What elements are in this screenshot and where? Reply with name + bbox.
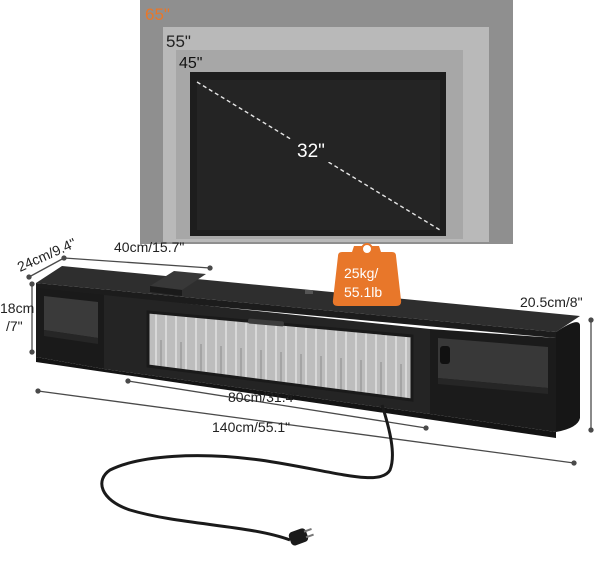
glass-shadow-band <box>160 340 402 398</box>
door-frame <box>146 310 414 402</box>
dimension-lines <box>26 255 594 466</box>
right-cubby-inside <box>438 338 548 388</box>
cable-hole <box>440 346 450 364</box>
left-cubby-inside <box>44 296 98 338</box>
capacity-lb: 55.1lb <box>344 284 382 300</box>
sliding-top-panel-front <box>150 286 182 296</box>
floating-shelf <box>36 266 580 438</box>
door-handle[interactable] <box>247 318 284 327</box>
top-port <box>305 290 313 294</box>
left-cubby-shelf <box>44 330 98 344</box>
power-plug-icon <box>288 528 314 546</box>
glass-flutes <box>155 313 407 399</box>
shelf-front-top-edge <box>36 283 556 338</box>
sliding-top-panel[interactable] <box>150 271 206 290</box>
weight-capacity-badge: 25kg/ 55.1lb <box>332 243 402 306</box>
side-height-cm-label: 18cm <box>0 300 34 316</box>
capacity-kg: 25kg/ <box>344 265 378 281</box>
tv-size-comparison: 65" 55" 45" 32" <box>140 0 513 244</box>
power-cord <box>100 404 394 546</box>
size-label-bg <box>292 136 332 162</box>
side-height-in-label: /7" <box>6 318 23 334</box>
shelf-right-edge <box>556 322 580 432</box>
top-width-label: 40cm/15.7" <box>114 239 184 255</box>
total-height-label: 20.5cm/8" <box>520 294 583 310</box>
tv-55-label: 55" <box>166 32 191 51</box>
tv-32-label: 32" <box>297 141 325 162</box>
middle-width-label: 80cm/31.4" <box>228 389 298 405</box>
total-width-label: 140cm/55.1" <box>212 419 290 435</box>
right-cubby-shelf <box>438 378 548 394</box>
shelf-bottom-plate <box>36 357 556 438</box>
tv-65-label: 65" <box>145 5 170 24</box>
tv-45-label: 45" <box>179 55 202 72</box>
weight-icon <box>332 246 402 306</box>
